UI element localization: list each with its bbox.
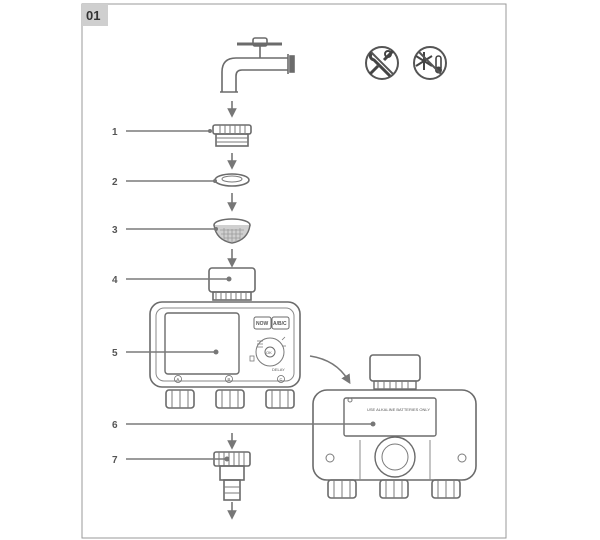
- page-frame: [81, 3, 507, 539]
- callout-3: 3: [112, 225, 118, 236]
- outlet-labels: A B C: [174, 375, 285, 383]
- callout-7: 7: [112, 455, 118, 466]
- callout-1: 1: [112, 127, 118, 138]
- part-connector: [208, 267, 256, 301]
- battery-notice: USE ALKALINE BATTERIES ONLY: [367, 407, 430, 412]
- part-washer: [214, 173, 250, 187]
- delay-button-label: DELAY: [272, 367, 285, 372]
- step-badge: 01: [82, 4, 108, 26]
- outlet-a-label: A: [177, 377, 180, 382]
- timer-rear: USE ALKALINE BATTERIES ONLY: [312, 354, 477, 499]
- callout-numbers: 1 2 3 4 5 6 7: [112, 127, 118, 466]
- timer-front: NOW A/B/C OK DELAY A B C: [149, 301, 301, 409]
- callout-5: 5: [112, 348, 118, 359]
- callout-6: 6: [112, 420, 118, 431]
- faucet-icon: [220, 37, 295, 93]
- part-adapter: [212, 124, 252, 147]
- outlet-c-label: C: [280, 377, 283, 382]
- abc-button-label: A/B/C: [273, 321, 287, 327]
- step-number: 01: [86, 8, 100, 23]
- abc-button: [271, 316, 290, 330]
- now-button: [253, 316, 272, 330]
- part-filter: [213, 218, 251, 244]
- lcd-screen: [164, 312, 240, 375]
- dial-control: OK DELAY: [255, 337, 285, 372]
- timer-outlets: [165, 389, 295, 409]
- no-frost-icon: [413, 46, 447, 80]
- rear-outlets: [327, 479, 461, 499]
- curved-arrow: [309, 355, 351, 385]
- callout-4: 4: [112, 275, 118, 286]
- ok-button-label: OK: [266, 350, 272, 355]
- no-tools-icon: [365, 46, 399, 80]
- callout-2: 2: [112, 177, 118, 188]
- now-button-label: NOW: [256, 321, 269, 327]
- callout-lines: [126, 129, 376, 462]
- outlet-b-label: B: [228, 377, 231, 382]
